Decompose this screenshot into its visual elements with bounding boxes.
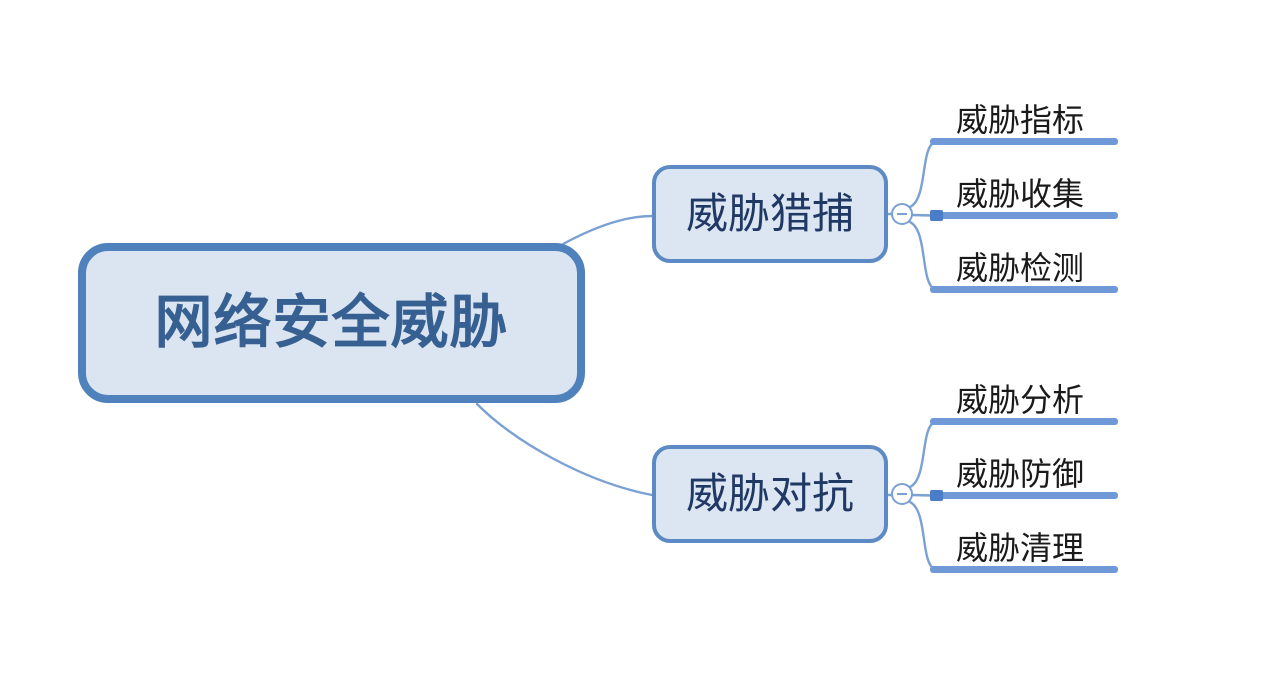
branch-node-threat-hunting[interactable]: 威胁猎捕 (652, 165, 888, 263)
minus-icon (897, 493, 907, 495)
connector-root-branch-0 (561, 214, 654, 246)
leaf-underline (930, 492, 1118, 499)
leaf-label: 威胁指标 (956, 102, 1085, 139)
leaf-underline (930, 286, 1118, 293)
branch-node-threat-counter[interactable]: 威胁对抗 (652, 445, 888, 543)
leaf-label: 威胁收集 (956, 176, 1085, 213)
root-topic-label: 网络安全威胁 (154, 290, 509, 355)
connection-dot (930, 210, 943, 221)
leaf-topic[interactable]: 威胁清理 (930, 522, 1118, 573)
leaf-label: 威胁检测 (956, 250, 1085, 287)
root-topic-node[interactable]: 网络安全威胁 (78, 243, 585, 403)
leaf-label: 威胁清理 (956, 530, 1085, 567)
collapse-toggle-branch-0[interactable] (891, 203, 913, 225)
minus-icon (897, 213, 907, 215)
leaf-topic[interactable]: 威胁防御 (930, 448, 1118, 501)
leaf-underline (930, 212, 1118, 219)
connector-root-branch-1 (475, 402, 654, 497)
leaf-topic[interactable]: 威胁收集 (930, 168, 1118, 221)
branch-label: 威胁对抗 (685, 470, 854, 517)
leaf-topic[interactable]: 威胁指标 (930, 94, 1118, 145)
connection-dot (930, 490, 943, 501)
leaf-underline (930, 138, 1118, 145)
leaf-label: 威胁防御 (956, 456, 1085, 493)
leaf-label: 威胁分析 (956, 382, 1085, 419)
leaf-underline (930, 418, 1118, 425)
collapse-toggle-branch-1[interactable] (891, 483, 913, 505)
leaf-underline (930, 566, 1118, 573)
branch-label: 威胁猎捕 (685, 190, 854, 237)
leaf-topic[interactable]: 威胁检测 (930, 242, 1118, 293)
leaf-topic[interactable]: 威胁分析 (930, 374, 1118, 425)
